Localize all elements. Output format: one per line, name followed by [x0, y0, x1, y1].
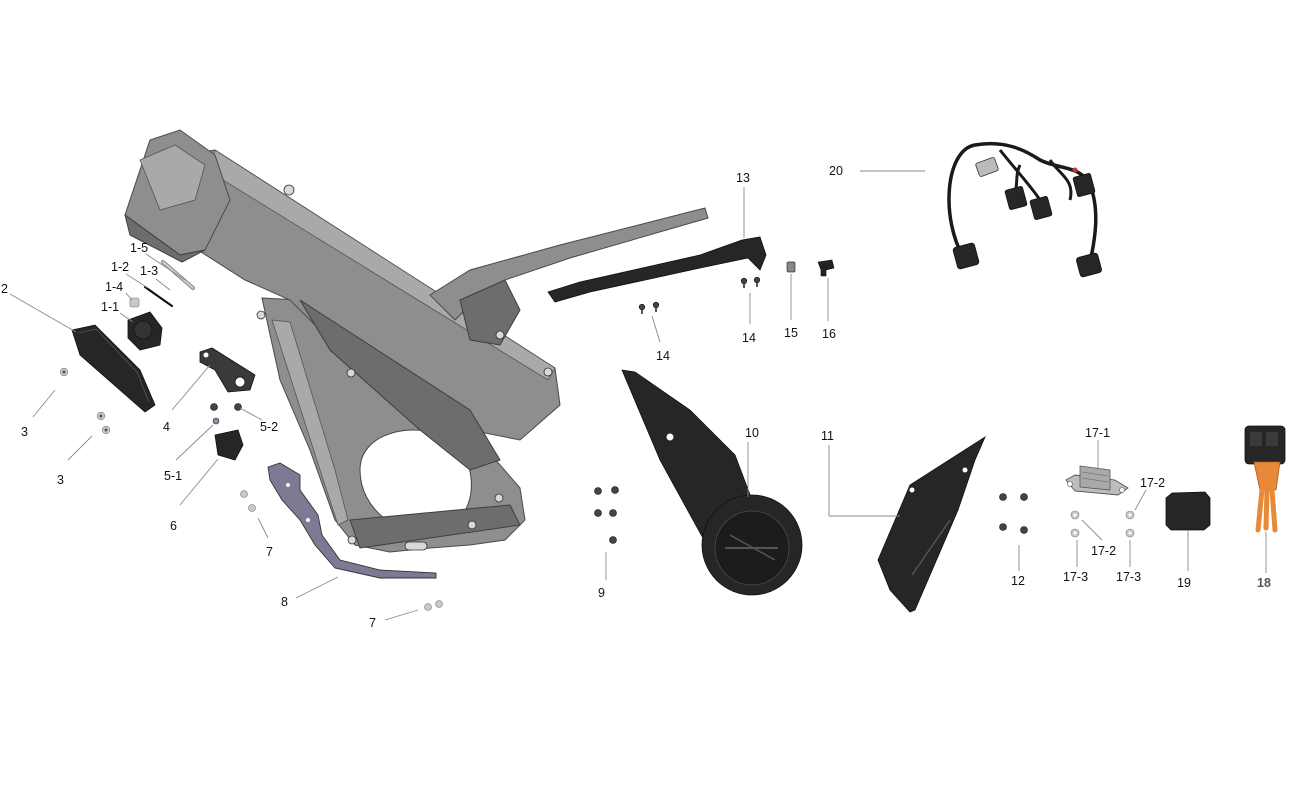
label-9: 9 [598, 586, 605, 600]
label-8: 8 [281, 595, 288, 609]
part-3-bolt-a [59, 367, 69, 377]
part-1-3-pin [143, 285, 174, 308]
part-11-side-cover [877, 435, 986, 613]
label-17-2-a: 17-2 [1140, 476, 1165, 490]
part-18-connector [1244, 425, 1286, 533]
part-1-4-nut [129, 297, 140, 308]
label-1-2: 1-2 [111, 260, 129, 274]
label-20: 20 [829, 164, 843, 178]
part-17-3-washers [1070, 528, 1135, 538]
label-5-2: 5-2 [260, 420, 278, 434]
part-19-module [1165, 491, 1211, 531]
part-10-side-cover [621, 369, 803, 596]
label-17-1: 17-1 [1085, 426, 1110, 440]
label-16: 16 [822, 327, 836, 341]
label-15: 15 [784, 326, 798, 340]
label-2: 2 [1, 282, 8, 296]
part-labels: 20 13 1-5 1-2 1-3 1-4 2 1-1 14 14 15 16 … [1, 164, 1271, 630]
part-6-cover [214, 429, 244, 461]
part-15-clip [786, 261, 796, 273]
label-3-a: 3 [21, 425, 28, 439]
part-17-1-bracket [1065, 465, 1129, 496]
label-17-2-b: 17-2 [1091, 544, 1116, 558]
part-17-2-washers [1070, 510, 1135, 520]
label-19: 19 [1177, 576, 1191, 590]
label-17-3-b: 17-3 [1116, 570, 1141, 584]
part-14-bolts-a [638, 301, 660, 314]
part-20-wiring-harness [947, 141, 1102, 278]
part-13-rail-cover [547, 236, 767, 303]
part-7-bolts-a [240, 490, 256, 512]
part-9-nuts [594, 486, 619, 544]
label-7-b: 7 [369, 616, 376, 630]
main-frame [124, 129, 709, 553]
part-16-clip [817, 259, 835, 277]
part-1-1-horn [127, 311, 163, 351]
label-3-b: 3 [57, 473, 64, 487]
label-5-1: 5-1 [164, 469, 182, 483]
label-14-b: 14 [742, 331, 756, 345]
label-13: 13 [736, 171, 750, 185]
label-11: 11 [821, 429, 834, 443]
part-5-1-washer [212, 417, 220, 425]
label-6: 6 [170, 519, 177, 533]
label-1-4: 1-4 [105, 280, 123, 294]
label-10: 10 [745, 426, 759, 440]
part-5-2-nuts [210, 403, 242, 411]
part-3-bolt-b [96, 411, 111, 435]
part-8-guard [267, 462, 437, 579]
part-2-cover [71, 324, 156, 413]
label-1-5: 1-5 [130, 241, 148, 255]
part-12-nuts [999, 493, 1028, 534]
part-7-bolts-b [424, 600, 443, 611]
label-14-a: 14 [656, 349, 670, 363]
label-7-a: 7 [266, 545, 273, 559]
label-4: 4 [163, 420, 170, 434]
part-14-bolts-b [740, 276, 761, 288]
leader-lines [9, 170, 1267, 621]
label-1-1: 1-1 [101, 300, 119, 314]
label-18: 18 [1257, 576, 1271, 590]
label-1-3: 1-3 [140, 264, 158, 278]
part-4-bracket [199, 347, 256, 393]
label-12: 12 [1011, 574, 1025, 588]
label-17-3-a: 17-3 [1063, 570, 1088, 584]
